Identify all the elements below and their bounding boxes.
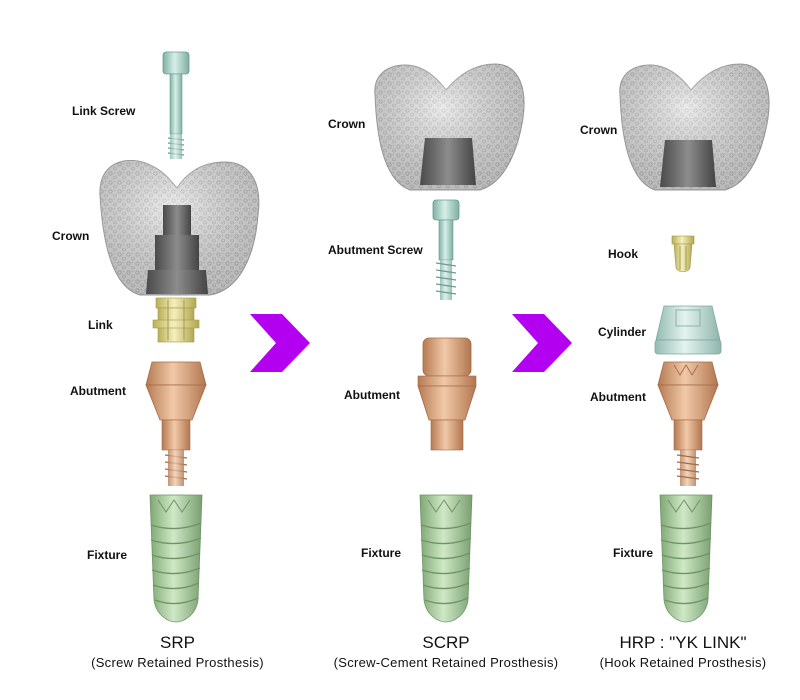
label-fixture: Fixture (87, 548, 128, 562)
label-crown: Crown (328, 117, 366, 131)
abutment-part (657, 361, 719, 486)
abutment-part (417, 337, 477, 451)
label-abutment: Abutment (344, 388, 400, 402)
caption-title: HRP : "YK LINK" (619, 633, 747, 652)
label-fixture: Fixture (613, 546, 654, 560)
caption-subtitle: (Screw Retained Prosthesis) (91, 655, 264, 670)
caption-title: SCRP (422, 633, 470, 652)
srp-assembly (99, 51, 260, 623)
link-screw-part (162, 51, 190, 159)
arrow-icon (250, 314, 310, 372)
arrow-icon (512, 314, 572, 372)
caption-title: SRP (160, 633, 195, 652)
label-link-screw: Link Screw (72, 104, 136, 118)
caption-subtitle: (Screw-Cement Retained Prosthesis) (333, 655, 559, 670)
crown-part (374, 63, 525, 191)
crown-part (99, 159, 260, 296)
fixture-part (659, 494, 713, 623)
caption-hrp: HRP : "YK LINK" (Hook Retained Prosthesi… (578, 632, 788, 672)
hook-part (671, 235, 695, 273)
scrp-assembly (374, 63, 525, 623)
abutment-part (145, 361, 207, 486)
abutment-screw-part (432, 199, 460, 300)
label-link: Link (88, 318, 113, 332)
fixture-part (419, 494, 473, 623)
link-part (152, 297, 200, 343)
label-hook: Hook (608, 247, 638, 261)
caption-scrp: SCRP (Screw-Cement Retained Prosthesis) (316, 632, 576, 672)
label-cylinder: Cylinder (598, 325, 647, 339)
label-abutment: Abutment (70, 384, 126, 398)
label-fixture: Fixture (361, 546, 402, 560)
label-abutment-screw: Abutment Screw (328, 243, 423, 257)
fixture-part (149, 494, 203, 623)
label-crown: Crown (580, 123, 618, 137)
hrp-assembly (619, 63, 770, 623)
label-abutment: Abutment (590, 390, 646, 404)
caption-subtitle: (Hook Retained Prosthesis) (599, 655, 767, 670)
caption-srp: SRP (Screw Retained Prosthesis) (65, 632, 290, 672)
label-crown: Crown (52, 229, 90, 243)
cylinder-part (654, 305, 722, 355)
crown-part (619, 63, 770, 191)
